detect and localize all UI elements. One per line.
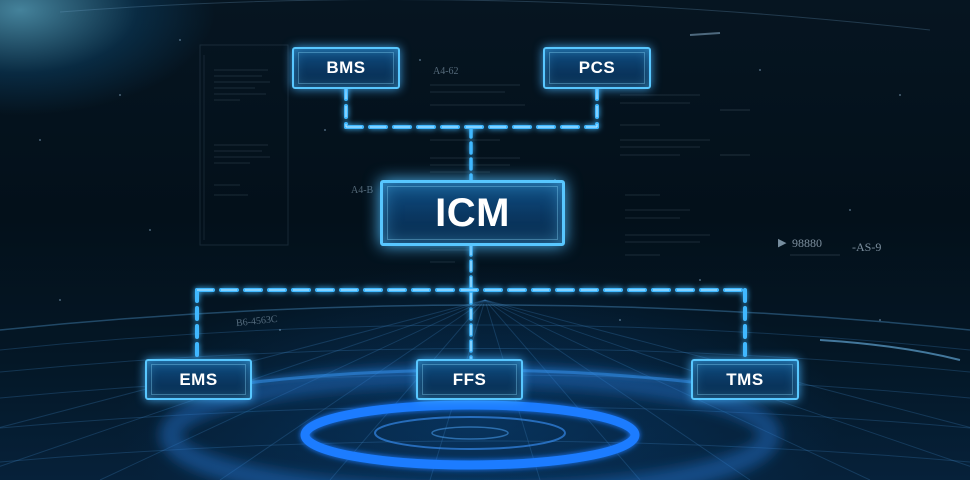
hud-panels <box>199 44 840 263</box>
node-ffs-label: FFS <box>452 369 487 389</box>
horizon-arc <box>0 304 970 331</box>
node-tms[interactable]: TMS <box>691 359 799 400</box>
node-icm[interactable]: ICM <box>380 180 565 246</box>
bg-readout-value: 98880 <box>792 236 822 250</box>
bg-code-b: A4-B <box>351 185 374 196</box>
top-arc <box>59 0 931 31</box>
node-icm-label: ICM <box>435 190 510 235</box>
node-bms[interactable]: BMS <box>292 47 400 89</box>
horizon-highlight <box>819 339 961 361</box>
bg-code-a: A4-62 <box>433 66 459 77</box>
top-arc-tick <box>689 32 721 36</box>
node-bms-label: BMS <box>326 58 366 77</box>
node-ffs[interactable]: FFS <box>416 359 523 400</box>
play-arrow-icon: ▶ <box>778 236 787 249</box>
node-ems[interactable]: EMS <box>145 359 252 400</box>
bg-readout-code: -AS-9 <box>852 240 882 254</box>
node-ems-label: EMS <box>179 369 218 389</box>
node-pcs[interactable]: PCS <box>543 47 651 89</box>
node-tms-label: TMS <box>726 369 764 389</box>
connector-highlights <box>197 88 745 360</box>
node-pcs-label: PCS <box>578 58 616 77</box>
